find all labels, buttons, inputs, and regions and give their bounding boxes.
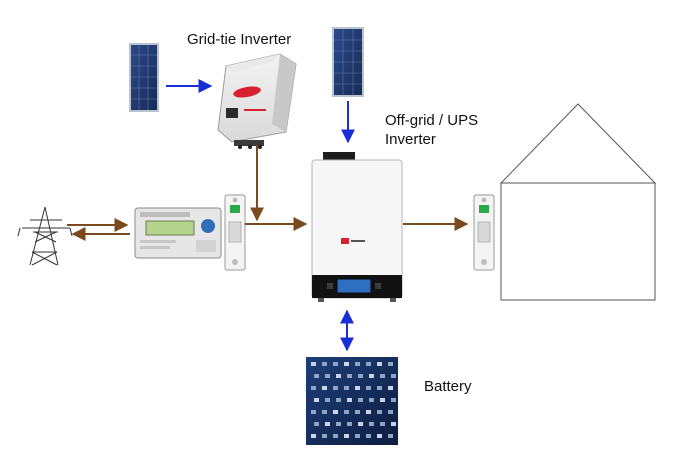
power-pylon-icon [17, 206, 73, 266]
battery-cell [388, 362, 393, 366]
grid-tie-inverter-icon [217, 53, 297, 149]
battery-cell [314, 398, 319, 402]
battery-cell [347, 374, 352, 378]
circuit-breaker-icon [473, 194, 495, 271]
battery-cell [366, 434, 371, 438]
battery-cell [322, 434, 327, 438]
battery-cell [355, 434, 360, 438]
house-icon [499, 103, 657, 301]
battery-cell [333, 434, 338, 438]
battery-cell [380, 398, 385, 402]
grid-tie-inverter-label: Grid-tie Inverter [187, 31, 292, 48]
battery-cell [369, 398, 374, 402]
solar-panel-icon [129, 43, 159, 112]
battery-cell [369, 422, 374, 426]
battery-cell [377, 386, 382, 390]
battery-cell [391, 398, 396, 402]
battery-cell [377, 410, 382, 414]
battery-cell [366, 362, 371, 366]
battery-cell [355, 410, 360, 414]
battery-cell [347, 398, 352, 402]
battery-cell [377, 434, 382, 438]
battery-cell [380, 374, 385, 378]
battery-cell [314, 422, 319, 426]
battery-cell [322, 386, 327, 390]
battery-cell [325, 398, 330, 402]
battery-cell [388, 386, 393, 390]
battery-cell [344, 362, 349, 366]
battery-cell [344, 434, 349, 438]
battery-cell [380, 422, 385, 426]
battery-cell [355, 362, 360, 366]
battery-cell [311, 434, 316, 438]
battery-cell [347, 422, 352, 426]
battery-label: Battery [424, 378, 472, 395]
battery-cell [311, 362, 316, 366]
offgrid-inverter-icon [311, 152, 403, 302]
battery-cell [322, 362, 327, 366]
battery-cell [388, 434, 393, 438]
battery-cell [333, 386, 338, 390]
offgrid-inverter-label-line2: Inverter [385, 131, 436, 148]
battery-cell [336, 374, 341, 378]
battery-cell [333, 362, 338, 366]
battery-cell [358, 374, 363, 378]
battery-cell [325, 374, 330, 378]
battery-cell [366, 386, 371, 390]
battery-cell [358, 422, 363, 426]
battery-cell [344, 386, 349, 390]
offgrid-inverter-label-line1: Off-grid / UPS [385, 112, 479, 129]
electricity-meter-icon [134, 207, 222, 259]
battery-cell [311, 386, 316, 390]
battery-cell [336, 398, 341, 402]
battery-cell [336, 422, 341, 426]
battery-cell [391, 374, 396, 378]
battery-cell [322, 410, 327, 414]
battery-cell [314, 374, 319, 378]
battery-cell [358, 398, 363, 402]
battery-cell [391, 422, 396, 426]
battery-cell [344, 410, 349, 414]
battery-cell [325, 422, 330, 426]
solar-panel-icon [332, 27, 364, 97]
battery-cell [366, 410, 371, 414]
battery-cell [333, 410, 338, 414]
battery-cell [369, 374, 374, 378]
battery-cell [355, 386, 360, 390]
battery-cell [388, 410, 393, 414]
battery-cell [311, 410, 316, 414]
battery-bank-icon [306, 357, 398, 445]
circuit-breaker-icon [224, 194, 246, 271]
battery-cell [377, 362, 382, 366]
